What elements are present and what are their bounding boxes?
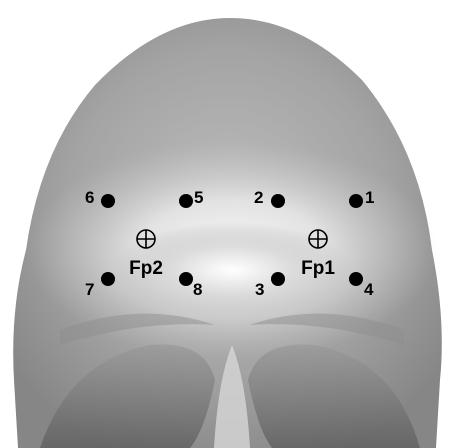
electrode-label: 1 <box>365 188 374 207</box>
reference-label-fp2: Fp2 <box>129 258 163 279</box>
electrode-label: 4 <box>364 280 374 299</box>
electrode-label: 5 <box>194 188 203 207</box>
electrode-dot <box>349 272 363 286</box>
electrode-label: 2 <box>254 188 263 207</box>
electrode-dot <box>349 194 363 208</box>
circled-plus-icon <box>137 230 155 248</box>
electrode-dot <box>179 272 193 286</box>
electrode-dot <box>179 194 193 208</box>
reference-label-fp1: Fp1 <box>301 258 335 279</box>
electrode-label: 8 <box>193 280 202 299</box>
electrode-dot <box>101 272 115 286</box>
electrode-dot <box>101 194 115 208</box>
circled-plus-icon <box>309 230 327 248</box>
electrode-label: 7 <box>85 280 94 299</box>
electrode-dot <box>271 272 285 286</box>
electrode-dot <box>271 194 285 208</box>
electrode-label: 3 <box>255 280 264 299</box>
electrode-label: 6 <box>85 188 94 207</box>
